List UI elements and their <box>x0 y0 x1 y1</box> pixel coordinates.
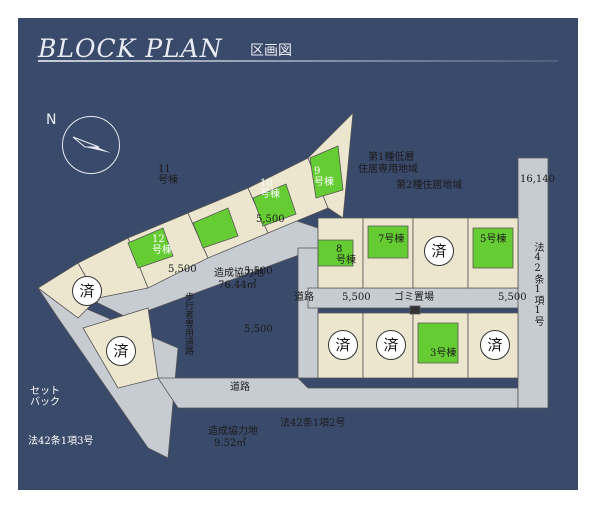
lot-8-label: 8 号棟 <box>336 244 356 266</box>
lot-9-label: 9 号棟 <box>314 166 334 188</box>
road-label: 道路 <box>230 382 250 393</box>
road-article-label: 法42条1項3号 <box>28 436 94 447</box>
cooperation-land-area: 76.44㎡ <box>218 280 257 291</box>
cooperation-land-label: 造成協力地 <box>208 426 258 437</box>
lot-5-label: 5号棟 <box>480 234 507 245</box>
road-label: 道路 <box>294 292 314 303</box>
garbage-area <box>409 305 421 315</box>
house-footprint <box>127 227 174 269</box>
lot-7-label: 7号棟 <box>378 234 405 245</box>
setback-label: セット バック <box>30 386 60 408</box>
lot-3-label: 3号棟 <box>430 348 457 359</box>
compass-icon <box>62 116 120 174</box>
cooperation-land-label: 造成協力地 <box>214 268 264 279</box>
house-footprint <box>252 183 297 227</box>
road-width-label: 5,500 <box>498 292 527 303</box>
road-width-label: 5,500 <box>342 292 371 303</box>
lot-12-label: 12 号棟 <box>152 234 172 256</box>
road-article-label: 法42条1項2号 <box>280 418 346 429</box>
sold-mark: 済 <box>72 276 102 306</box>
garbage-area-label: ゴミ置場 <box>394 292 434 303</box>
house-footprint <box>317 239 354 267</box>
house-footprint <box>472 227 514 269</box>
cooperation-land-area: 9.52㎡ <box>214 438 247 449</box>
north-label: N <box>46 112 57 128</box>
road-width-label: 5,500 <box>168 264 197 275</box>
page-title: BLOCK PLAN <box>38 34 223 63</box>
road-width-label: 5,500 <box>244 266 273 277</box>
pedestrian-road-label: 歩行者専用道路 <box>183 292 193 355</box>
zoning-label: 住居専用地域 <box>358 164 418 175</box>
lot-11-label: 11 号棟 <box>158 164 178 186</box>
sold-mark: 済 <box>376 330 406 360</box>
zoning-label: 第1種低層 <box>368 152 415 163</box>
road-width-label: 5,500 <box>256 214 285 225</box>
road-left-diagonal <box>36 287 179 459</box>
road-width-label: 5,500 <box>244 324 273 335</box>
zoning-label: 第2種住居地域 <box>396 180 463 191</box>
house-footprint <box>417 322 459 364</box>
lot-10-label: 10 号棟 <box>260 178 280 200</box>
sold-mark: 済 <box>480 330 510 360</box>
page-title-jp: 区画図 <box>250 43 292 59</box>
title-underline <box>38 60 558 62</box>
house-footprint <box>309 145 344 199</box>
road-east-loop <box>297 247 319 379</box>
block-plan-map: BLOCK PLAN 区画図 N 11 号棟 10 号棟 9 号棟 12 号棟 … <box>18 18 578 490</box>
road-article-label: 法42条1項1号 <box>532 242 543 326</box>
sold-mark: 済 <box>424 236 454 266</box>
road-width-label: 16,140 <box>520 174 555 185</box>
house-footprint <box>367 225 409 259</box>
sold-mark: 済 <box>106 336 136 366</box>
sold-mark: 済 <box>328 330 358 360</box>
house-footprint <box>192 207 239 249</box>
site-drawing <box>36 111 549 459</box>
road-south-loop <box>157 377 519 409</box>
